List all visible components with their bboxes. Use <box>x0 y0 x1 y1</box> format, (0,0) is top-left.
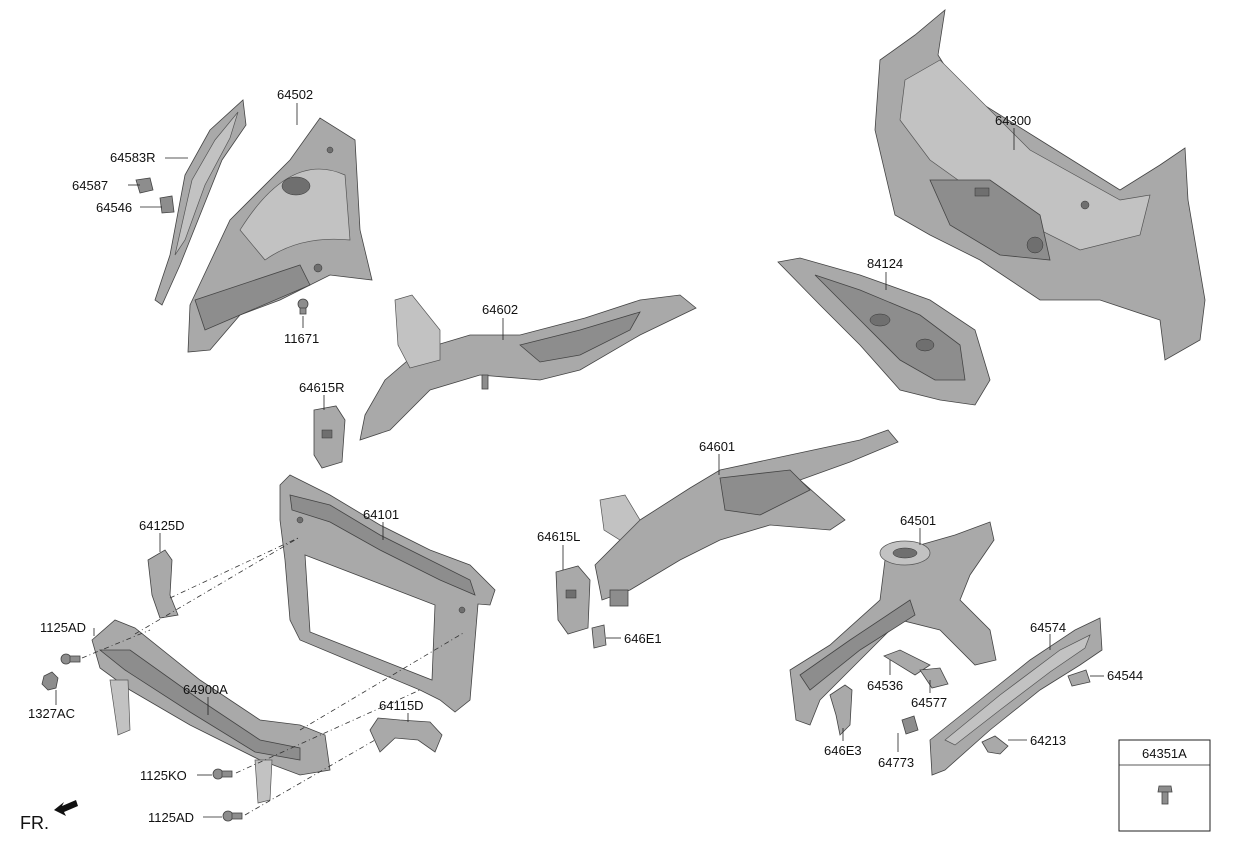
part-1125KO-drawing <box>212 768 233 780</box>
label-64125D: 64125D <box>139 518 185 533</box>
part-1327AC-drawing <box>41 671 59 691</box>
label-64577: 64577 <box>911 695 947 710</box>
label-64213: 64213 <box>1030 733 1066 748</box>
label-64601: 64601 <box>699 439 735 454</box>
part-1125AD-bottom-drawing <box>222 810 243 822</box>
leader-lines <box>55 103 1104 818</box>
part-64115D-drawing <box>369 717 443 753</box>
label-64900A: 64900A <box>183 682 228 697</box>
assembly-lines <box>81 536 466 816</box>
label-1327AC: 1327AC <box>28 706 75 721</box>
label-64115D: 64115D <box>379 698 424 713</box>
label-64615R: 64615R <box>299 380 345 395</box>
label-64546: 64546 <box>96 200 132 215</box>
part-64101-drawing <box>279 474 496 713</box>
label-64587: 64587 <box>72 178 108 193</box>
label-64574: 64574 <box>1030 620 1066 635</box>
label-646E3: 646E3 <box>824 743 862 758</box>
label-64501: 64501 <box>900 513 936 528</box>
part-64574-drawing <box>929 617 1103 776</box>
label-64602: 64602 <box>482 302 518 317</box>
legend-box-title: 64351A <box>1142 746 1187 761</box>
part-64615L-drawing <box>555 565 591 635</box>
part-64583R-drawing <box>154 99 247 306</box>
screw-icon <box>1157 785 1173 805</box>
part-64602-drawing <box>359 294 697 441</box>
label-84124: 84124 <box>867 256 903 271</box>
label-11671: 11671 <box>284 331 319 346</box>
label-1125KO: 1125KO <box>140 768 187 783</box>
part-64773-drawing <box>901 715 919 735</box>
part-64501-drawing <box>789 521 997 726</box>
part-64587-drawing <box>135 177 154 194</box>
part-64900A-drawing <box>91 619 331 804</box>
part-64300-drawing <box>874 9 1206 361</box>
part-84124-drawing <box>777 257 991 406</box>
label-1125AD-bottom: 1125AD <box>148 810 194 825</box>
part-646E1-drawing <box>591 624 607 649</box>
front-direction-label: FR. <box>20 813 49 833</box>
front-direction-indicator: FR. <box>20 800 78 833</box>
part-labels: 64502 64583R 64587 64546 11671 64602 646… <box>28 87 1143 825</box>
part-1125AD-top-drawing <box>60 653 81 665</box>
part-64213-drawing <box>981 735 1009 755</box>
part-64125D-drawing <box>147 549 179 619</box>
part-64577-drawing <box>919 667 949 689</box>
label-64615L: 64615L <box>537 529 580 544</box>
label-64536: 64536 <box>867 678 903 693</box>
front-arrow-icon <box>54 800 78 816</box>
label-64544: 64544 <box>1107 668 1143 683</box>
legend-box-64351A: 64351A <box>1118 739 1211 832</box>
part-64601-drawing <box>594 429 899 607</box>
part-64544-drawing <box>1067 669 1091 687</box>
label-1125AD-top: 1125AD <box>40 620 86 635</box>
part-646E3-drawing <box>829 684 853 736</box>
part-11671-drawing <box>297 298 309 315</box>
part-64502-drawing <box>187 117 373 353</box>
label-64502: 64502 <box>277 87 313 102</box>
label-64300: 64300 <box>995 113 1031 128</box>
part-64615R-drawing <box>313 405 346 469</box>
part-64536-drawing <box>883 649 931 676</box>
label-646E1: 646E1 <box>624 631 662 646</box>
label-64101: 64101 <box>363 507 399 522</box>
label-64773: 64773 <box>878 755 914 770</box>
part-64546-drawing <box>159 195 175 214</box>
label-64583R: 64583R <box>110 150 156 165</box>
